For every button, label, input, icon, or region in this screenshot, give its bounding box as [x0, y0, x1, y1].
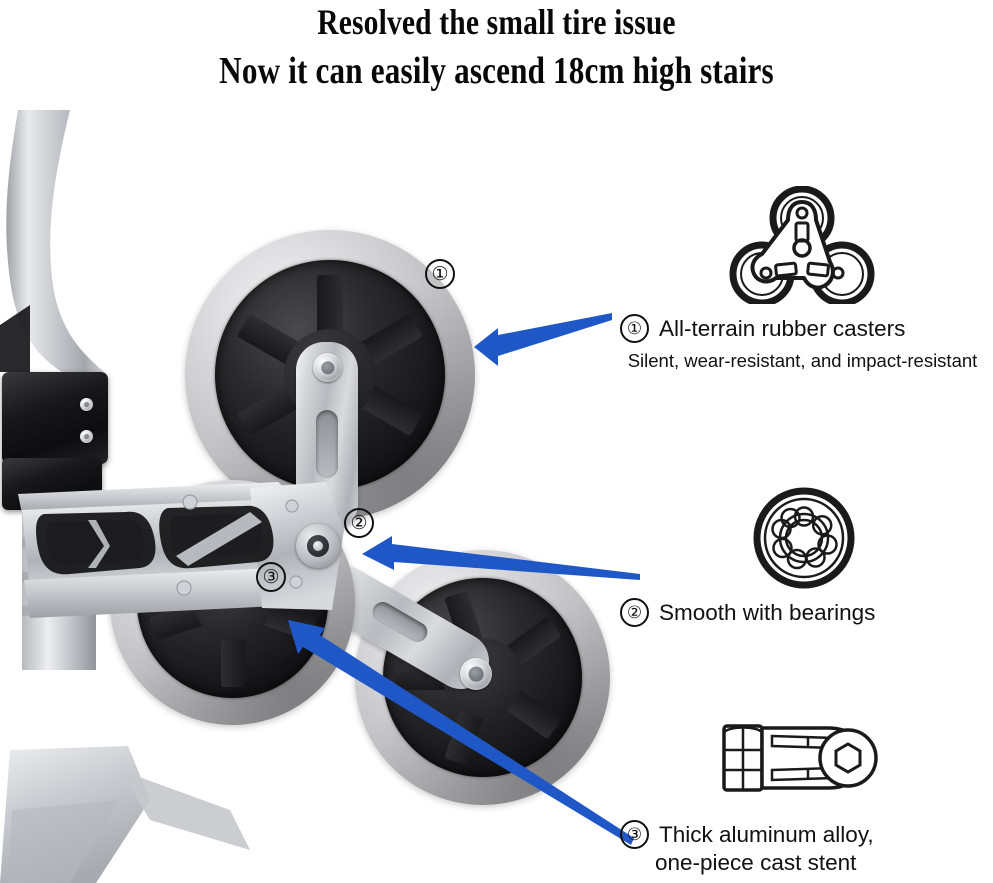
clamp-block: [2, 372, 108, 464]
clamp-bolt-lower: [80, 430, 93, 443]
callout-1-title-row: ① All-terrain rubber casters: [620, 314, 993, 343]
callout-2: ② Smooth with bearings: [620, 598, 993, 627]
headline-line-1: Resolved the small tire issue: [317, 2, 676, 42]
aluminium-stent-icon: [716, 708, 888, 804]
photo-marker-2: ②: [344, 508, 374, 538]
tri-wheel-icon: [726, 185, 878, 307]
callout-3-number: ③: [620, 820, 649, 849]
photo-marker-3: ③: [256, 562, 286, 592]
headline-line-2: Now it can easily ascend 18cm high stair…: [219, 50, 774, 92]
callout-1-number: ①: [620, 314, 649, 343]
callout-2-number: ②: [620, 598, 649, 627]
bearing-nut-pin: [313, 541, 323, 551]
product-photo: ① ② ③: [0, 110, 640, 883]
callout-3: ③ Thick aluminum alloy, one-piece cast s…: [620, 820, 993, 877]
photo-marker-1: ①: [425, 259, 455, 289]
callout-1: ① All-terrain rubber casters Silent, wea…: [620, 314, 993, 372]
clamp-bolt-upper: [80, 398, 93, 411]
cast-stent-group: [18, 482, 344, 618]
callout-3-title-line2: one-piece cast stent: [655, 850, 857, 875]
callout-2-title: Smooth with bearings: [659, 599, 876, 625]
callout-3-title: Thick aluminum alloy,: [659, 821, 874, 847]
stent-bottom-rail: [24, 566, 320, 618]
callout-2-title-row: ② Smooth with bearings: [620, 598, 993, 627]
callout-1-subtitle: Silent, wear-resistant, and impact-resis…: [627, 350, 978, 371]
frame-tube-upper: [6, 110, 105, 372]
stent-top-rail: [18, 482, 300, 514]
upper-link-slot: [316, 410, 338, 478]
frame-pad: [0, 305, 30, 372]
upper-pivot-screw: [313, 353, 342, 382]
callout-3-title-row: ③ Thick aluminum alloy,: [620, 820, 993, 849]
ball-bearing-icon: [752, 486, 856, 590]
callout-1-title: All-terrain rubber casters: [659, 315, 906, 341]
